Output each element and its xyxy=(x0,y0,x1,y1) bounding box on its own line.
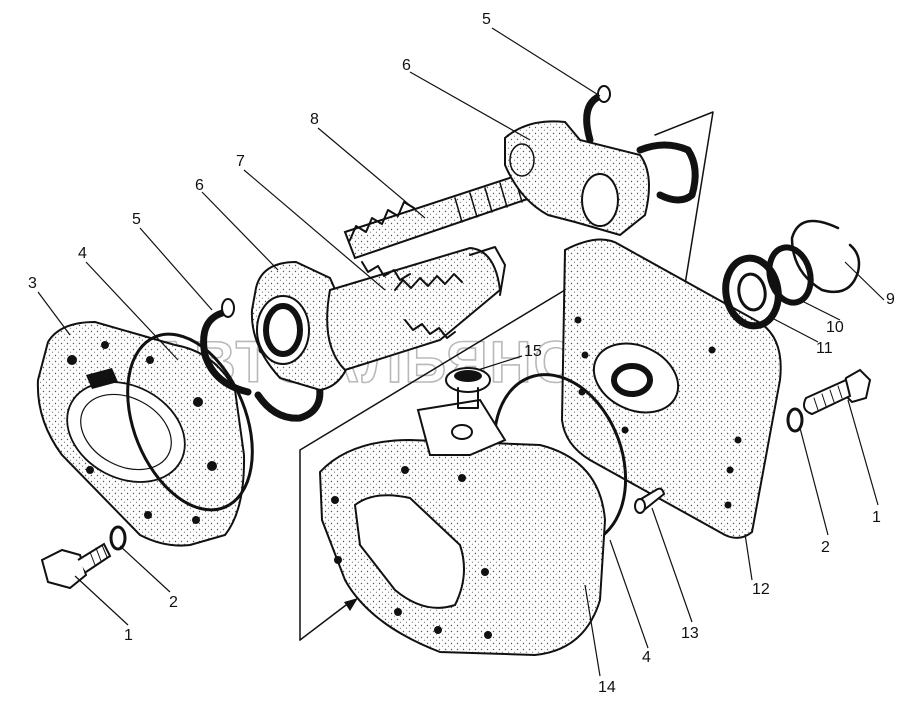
callout-seal-ring-right: 4 xyxy=(642,649,651,666)
drive-shaft-gear-part xyxy=(343,166,550,281)
callout-bolt-right: 1 xyxy=(872,509,881,526)
assembly-arrowhead-left xyxy=(344,598,358,611)
driven-gear-part xyxy=(326,246,506,372)
leader-lines xyxy=(37,27,885,677)
washer-right-part xyxy=(786,407,804,433)
callout-dowel-pin: 13 xyxy=(681,625,699,642)
bolt-right-part xyxy=(803,368,872,416)
callout-labels: 5 6 8 7 6 5 4 3 15 9 10 11 12 13 4 14 1 … xyxy=(28,11,895,696)
retaining-ring-part xyxy=(790,219,861,294)
thrust-washer-part xyxy=(766,244,814,306)
callout-shaft-seal: 11 xyxy=(816,340,833,357)
callout-driven-gear: 7 xyxy=(236,153,245,170)
callout-drive-shaft-gear: 8 xyxy=(310,111,319,128)
washer-left-part xyxy=(109,525,127,551)
callout-pump-housing: 14 xyxy=(598,679,616,696)
callout-thrust-washer: 10 xyxy=(826,319,844,336)
callout-cover: 3 xyxy=(28,275,37,292)
callout-retaining-ring: 9 xyxy=(886,291,895,308)
bolt-left-part xyxy=(40,542,112,590)
callout-plug: 15 xyxy=(524,343,542,360)
callout-washer-right: 2 xyxy=(821,539,830,556)
flange-plate-part xyxy=(560,238,782,539)
bushing-top-part xyxy=(583,85,699,204)
callout-flange-plate: 12 xyxy=(752,581,770,598)
callout-sleeve-left: 6 xyxy=(195,177,204,194)
shaft-seal-part xyxy=(722,254,782,330)
sleeve-top-part xyxy=(504,120,650,237)
callout-bushing-top: 5 xyxy=(482,11,491,28)
assembly-guide-left-arrow xyxy=(299,601,351,641)
callout-bolt-left: 1 xyxy=(124,627,133,644)
callout-bushing-left: 5 xyxy=(132,211,141,228)
callout-washer-left: 2 xyxy=(169,594,178,611)
dowel-pin-part xyxy=(634,487,666,514)
plug-part xyxy=(445,367,491,409)
assembly-guide-left xyxy=(299,289,566,641)
callout-seal-ring-left: 4 xyxy=(78,245,87,262)
pump-housing-part xyxy=(318,398,607,657)
callout-sleeve-top: 6 xyxy=(402,57,411,74)
cover-part xyxy=(36,320,246,547)
